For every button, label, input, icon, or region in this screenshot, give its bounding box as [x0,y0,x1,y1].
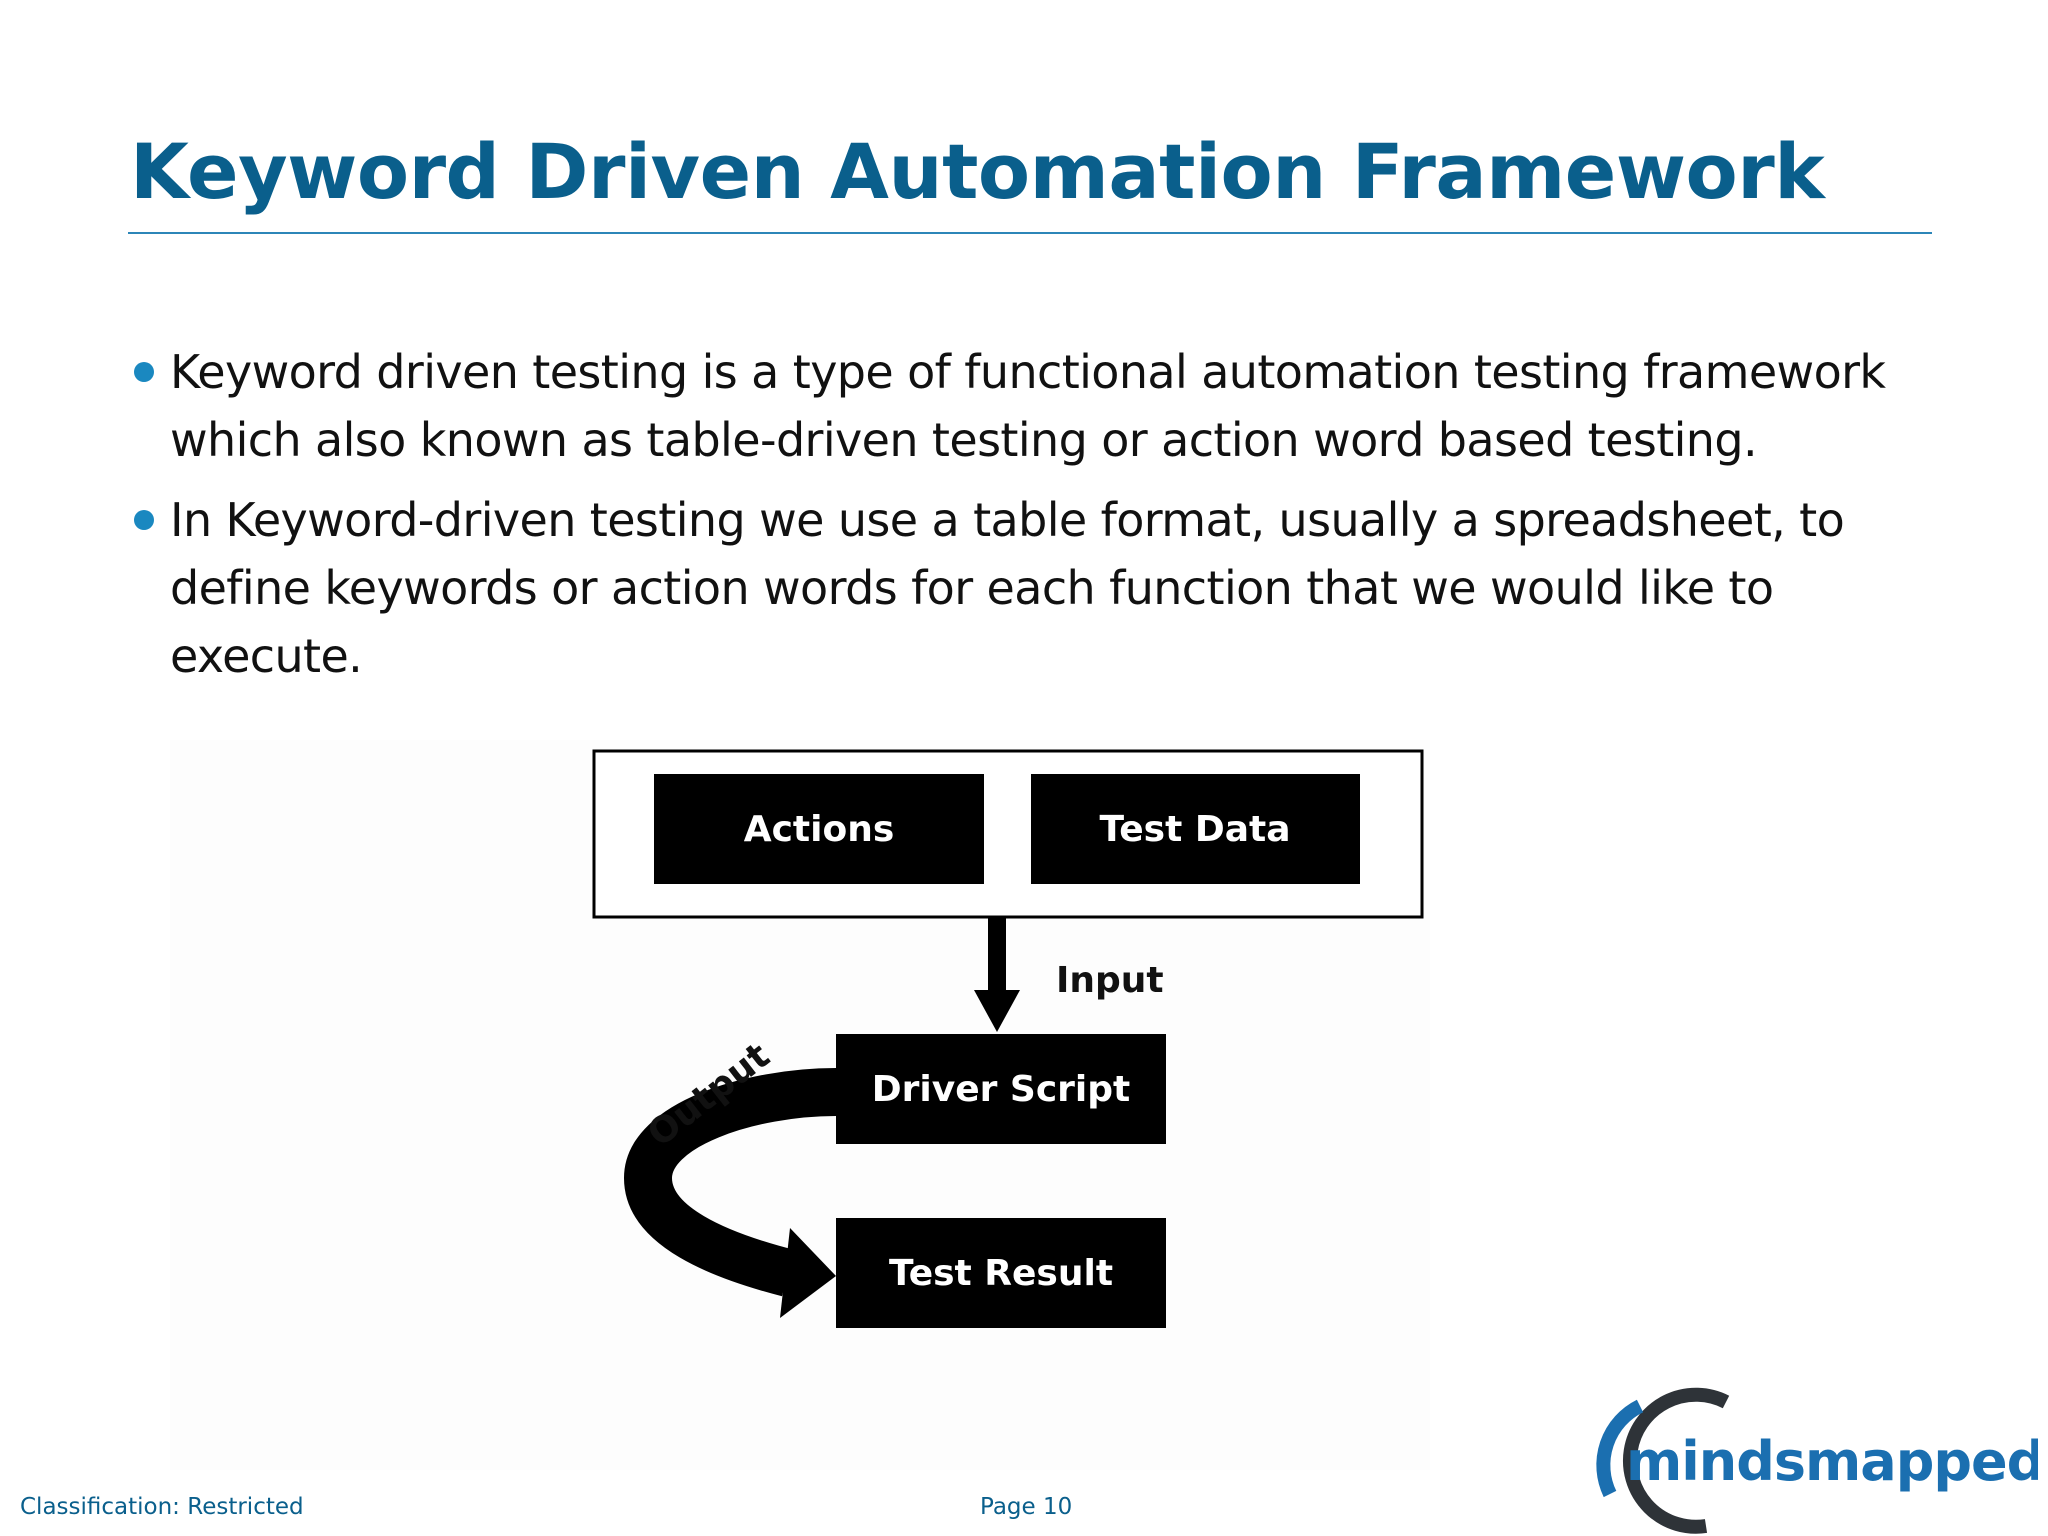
logo-text: mindsmapped [1626,1430,2038,1493]
bullet-item: Keyword driven testing is a type of func… [130,338,1950,474]
framework-diagram: Actions Test Data Input Driver Script Te… [592,749,1424,1328]
output-arrow-head-icon [780,1228,836,1318]
driver-script-box [836,1034,1166,1144]
logo-ring-dark [1622,1387,1730,1534]
bullet-dot-icon [134,362,154,382]
input-arrow-head-icon [974,990,1020,1032]
actions-label: Actions [744,809,895,850]
input-label: Input [1056,960,1164,1001]
slide-title: Keyword Driven Automation Framework [130,127,1825,216]
bullet-text: In Keyword-driven testing we use a table… [170,493,1845,683]
test-data-label: Test Data [1099,809,1290,850]
input-arrow-shaft [988,918,1006,998]
bullet-item: In Keyword-driven testing we use a table… [130,486,1950,690]
classification-label: Classification: Restricted [20,1494,304,1520]
logo-ring-blue [1596,1399,1644,1498]
bullet-list: Keyword driven testing is a type of func… [130,338,1950,702]
actions-box [654,774,984,884]
driver-script-label: Driver Script [872,1069,1131,1110]
test-data-box [1031,774,1360,884]
output-arrow-shaft [623,1068,837,1297]
page-number: Page 10 [980,1494,1073,1520]
bullet-text: Keyword driven testing is a type of func… [170,345,1886,467]
title-divider [128,232,1932,234]
mindsmapped-logo: mindsmapped [1596,1387,2038,1534]
test-result-box [836,1218,1166,1328]
bullet-dot-icon [134,510,154,530]
test-result-label: Test Result [889,1253,1113,1294]
